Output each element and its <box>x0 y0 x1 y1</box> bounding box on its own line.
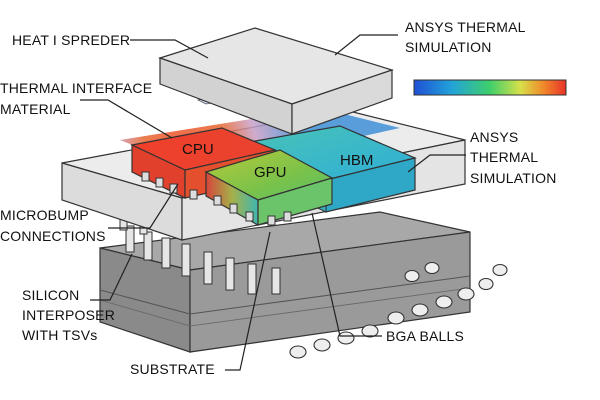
microbump-label-line1: MICROBUMP <box>0 207 89 223</box>
ansys-right-label-line1: ANSYS <box>470 129 519 145</box>
cpu-microbumps <box>141 171 198 200</box>
interposer-label-line2: INTERPOSER <box>22 307 116 323</box>
gpu-chip <box>204 149 334 227</box>
interposer-label-line1: SILICON <box>22 287 80 303</box>
gpu-microbumps <box>213 195 292 226</box>
ansys-top-label-line1: ANSYS THERMAL <box>405 19 526 35</box>
ansys-right-label-line2: THERMAL <box>470 149 539 165</box>
heat-spreader-label: HEAT I SPREDER <box>12 32 131 48</box>
ansys-top-label-line2: SIMULATION <box>405 39 492 55</box>
cpu-chip-label: CPU <box>182 141 214 158</box>
bga-balls-label: BGA BALLS <box>386 328 465 344</box>
gpu-chip-label: GPU <box>254 164 287 181</box>
thermal-color-scale <box>413 79 567 96</box>
hbm-chip-label: HBM <box>340 152 374 169</box>
bga-balls <box>289 261 508 359</box>
tim-label-line1: THERMAL INTERFACE <box>0 80 153 96</box>
tsv-pillars <box>119 209 281 295</box>
leader-lines <box>80 34 466 371</box>
interposer-label-line3: WITH TSVs <box>22 327 98 343</box>
ansys-right-label-line3: SIMULATION <box>470 170 557 186</box>
microbump-label-line2: CONNECTIONS <box>0 228 106 244</box>
substrate-label: SUBSTRATE <box>130 361 215 377</box>
tim-label-line2: MATERIAL <box>0 101 71 117</box>
heat-spreader-layer <box>158 27 394 135</box>
